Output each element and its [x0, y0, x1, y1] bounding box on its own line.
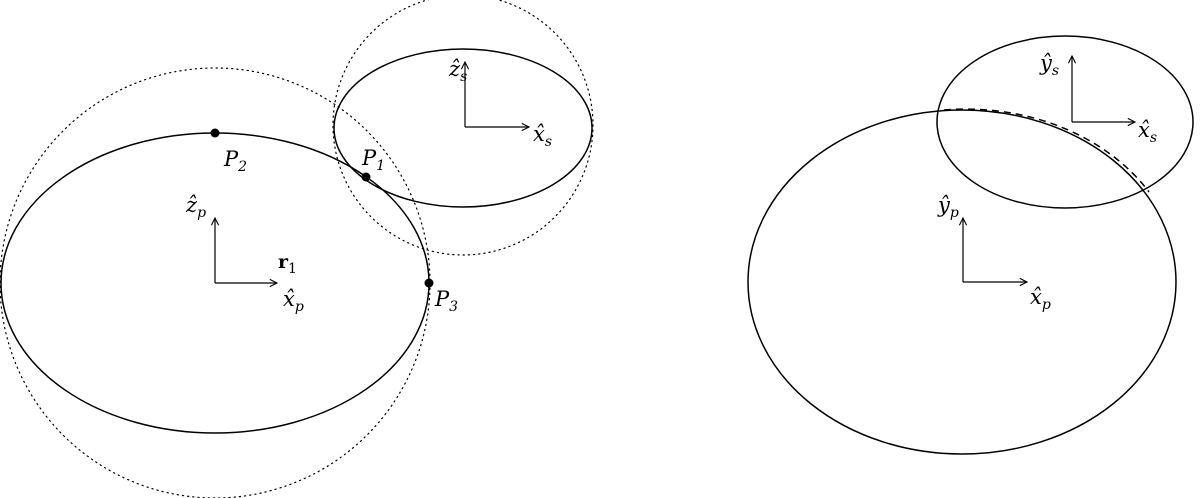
secondary-x-axis-label: x̂s — [533, 122, 552, 150]
right-panel: ŷp x̂p ŷs x̂s — [747, 35, 1194, 455]
right-primary-ellipse — [747, 109, 1177, 455]
small-dotted-circle — [332, 0, 594, 256]
point-p1-marker — [361, 172, 371, 182]
point-p2-marker — [210, 128, 220, 138]
secondary-ellipse — [333, 48, 593, 208]
secondary-z-axis-label: ẑs — [448, 57, 467, 85]
vector-r1-label: r1 — [278, 251, 297, 277]
primary-x-axis-label: x̂p — [283, 287, 304, 315]
left-panel: ẑp x̂p r1 ẑs x̂s P1 P2 P3 — [0, 0, 594, 498]
point-p2-label: P2 — [223, 147, 247, 175]
right-secondary-x-axis-label: x̂s — [1138, 118, 1157, 146]
primary-z-axis-label: ẑp — [185, 193, 206, 221]
right-secondary-y-axis-label: ŷs — [1039, 51, 1059, 79]
point-p1-label: P1 — [361, 146, 385, 174]
right-secondary-ellipse — [936, 35, 1194, 209]
point-p3-marker — [424, 278, 434, 288]
right-primary-x-axis-label: x̂p — [1030, 285, 1051, 313]
point-p3-label: P3 — [434, 287, 458, 315]
right-primary-y-axis-label: ŷp — [937, 193, 959, 221]
